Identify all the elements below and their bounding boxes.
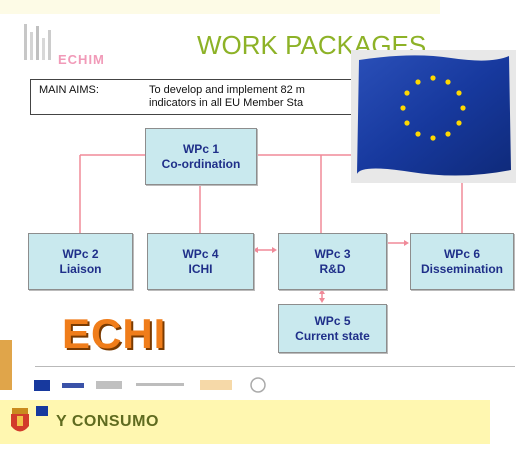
footer-band: [0, 400, 490, 444]
wpc6-name: Dissemination: [420, 261, 504, 276]
main-aims-text: To develop and implement 82 m indicators…: [149, 84, 479, 110]
wpc6-box: WPc 6 Dissemination: [410, 233, 514, 290]
wpc2-name: Liaison: [59, 261, 102, 276]
wpc3-name: R&D: [319, 261, 346, 276]
arrow-up-icon: [319, 289, 325, 294]
wpc2-box: WPc 2 Liaison: [28, 233, 133, 290]
wpc5-box: WPc 5 Current state: [278, 304, 387, 353]
wpc2-id: WPc 2: [62, 246, 99, 261]
echi-label: ECHI: [62, 310, 167, 357]
eu-flag-icon: [351, 50, 516, 183]
partner-logo-4-icon: [200, 380, 232, 390]
wpc4-name: ICHI: [188, 261, 213, 276]
main-aims-line-2: indicators in all EU Member Sta: [149, 97, 304, 109]
wpc4-id: WPc 4: [182, 246, 219, 261]
wpc5-id: WPc 5: [314, 313, 351, 328]
partner-logos-strip: [34, 377, 266, 393]
flag-icon: [36, 406, 48, 416]
wpc3-box: WPc 3 R&D: [278, 233, 387, 290]
wpc4-box: WPc 4 ICHI: [147, 233, 254, 290]
eu-small-flag-icon: [34, 380, 50, 391]
footer-text: Y CONSUMO: [56, 413, 159, 430]
wpc5-name: Current state: [295, 328, 370, 343]
divider: [35, 366, 515, 367]
wpc1-name: Co-ordination: [161, 156, 241, 171]
logo-bars-icon: [24, 24, 51, 60]
main-aims-line-1: To develop and implement 82 m: [149, 84, 305, 96]
arrow-right-icon: [404, 240, 409, 246]
partner-logo-2-icon: [96, 381, 122, 389]
left-crest-fragment: [0, 340, 12, 390]
logo-text: ECHIM: [58, 52, 105, 67]
partner-logo-1-icon: [62, 383, 84, 388]
wpc1-id: WPc 1: [182, 141, 219, 156]
arrow-left-icon: [253, 247, 258, 253]
top-band: [0, 0, 440, 14]
wpc3-id: WPc 3: [314, 246, 351, 261]
coat-of-arms-icon: [11, 408, 29, 432]
partner-logo-3-icon: [136, 383, 184, 386]
arrow-down-icon: [319, 298, 325, 303]
main-aims-label: MAIN AIMS:: [39, 84, 99, 96]
arrow-right-icon: [272, 247, 277, 253]
wpc6-id: WPc 6: [443, 246, 480, 261]
partner-logo-5-icon: [250, 377, 266, 393]
wpc1-box: WPc 1 Co-ordination: [145, 128, 257, 185]
